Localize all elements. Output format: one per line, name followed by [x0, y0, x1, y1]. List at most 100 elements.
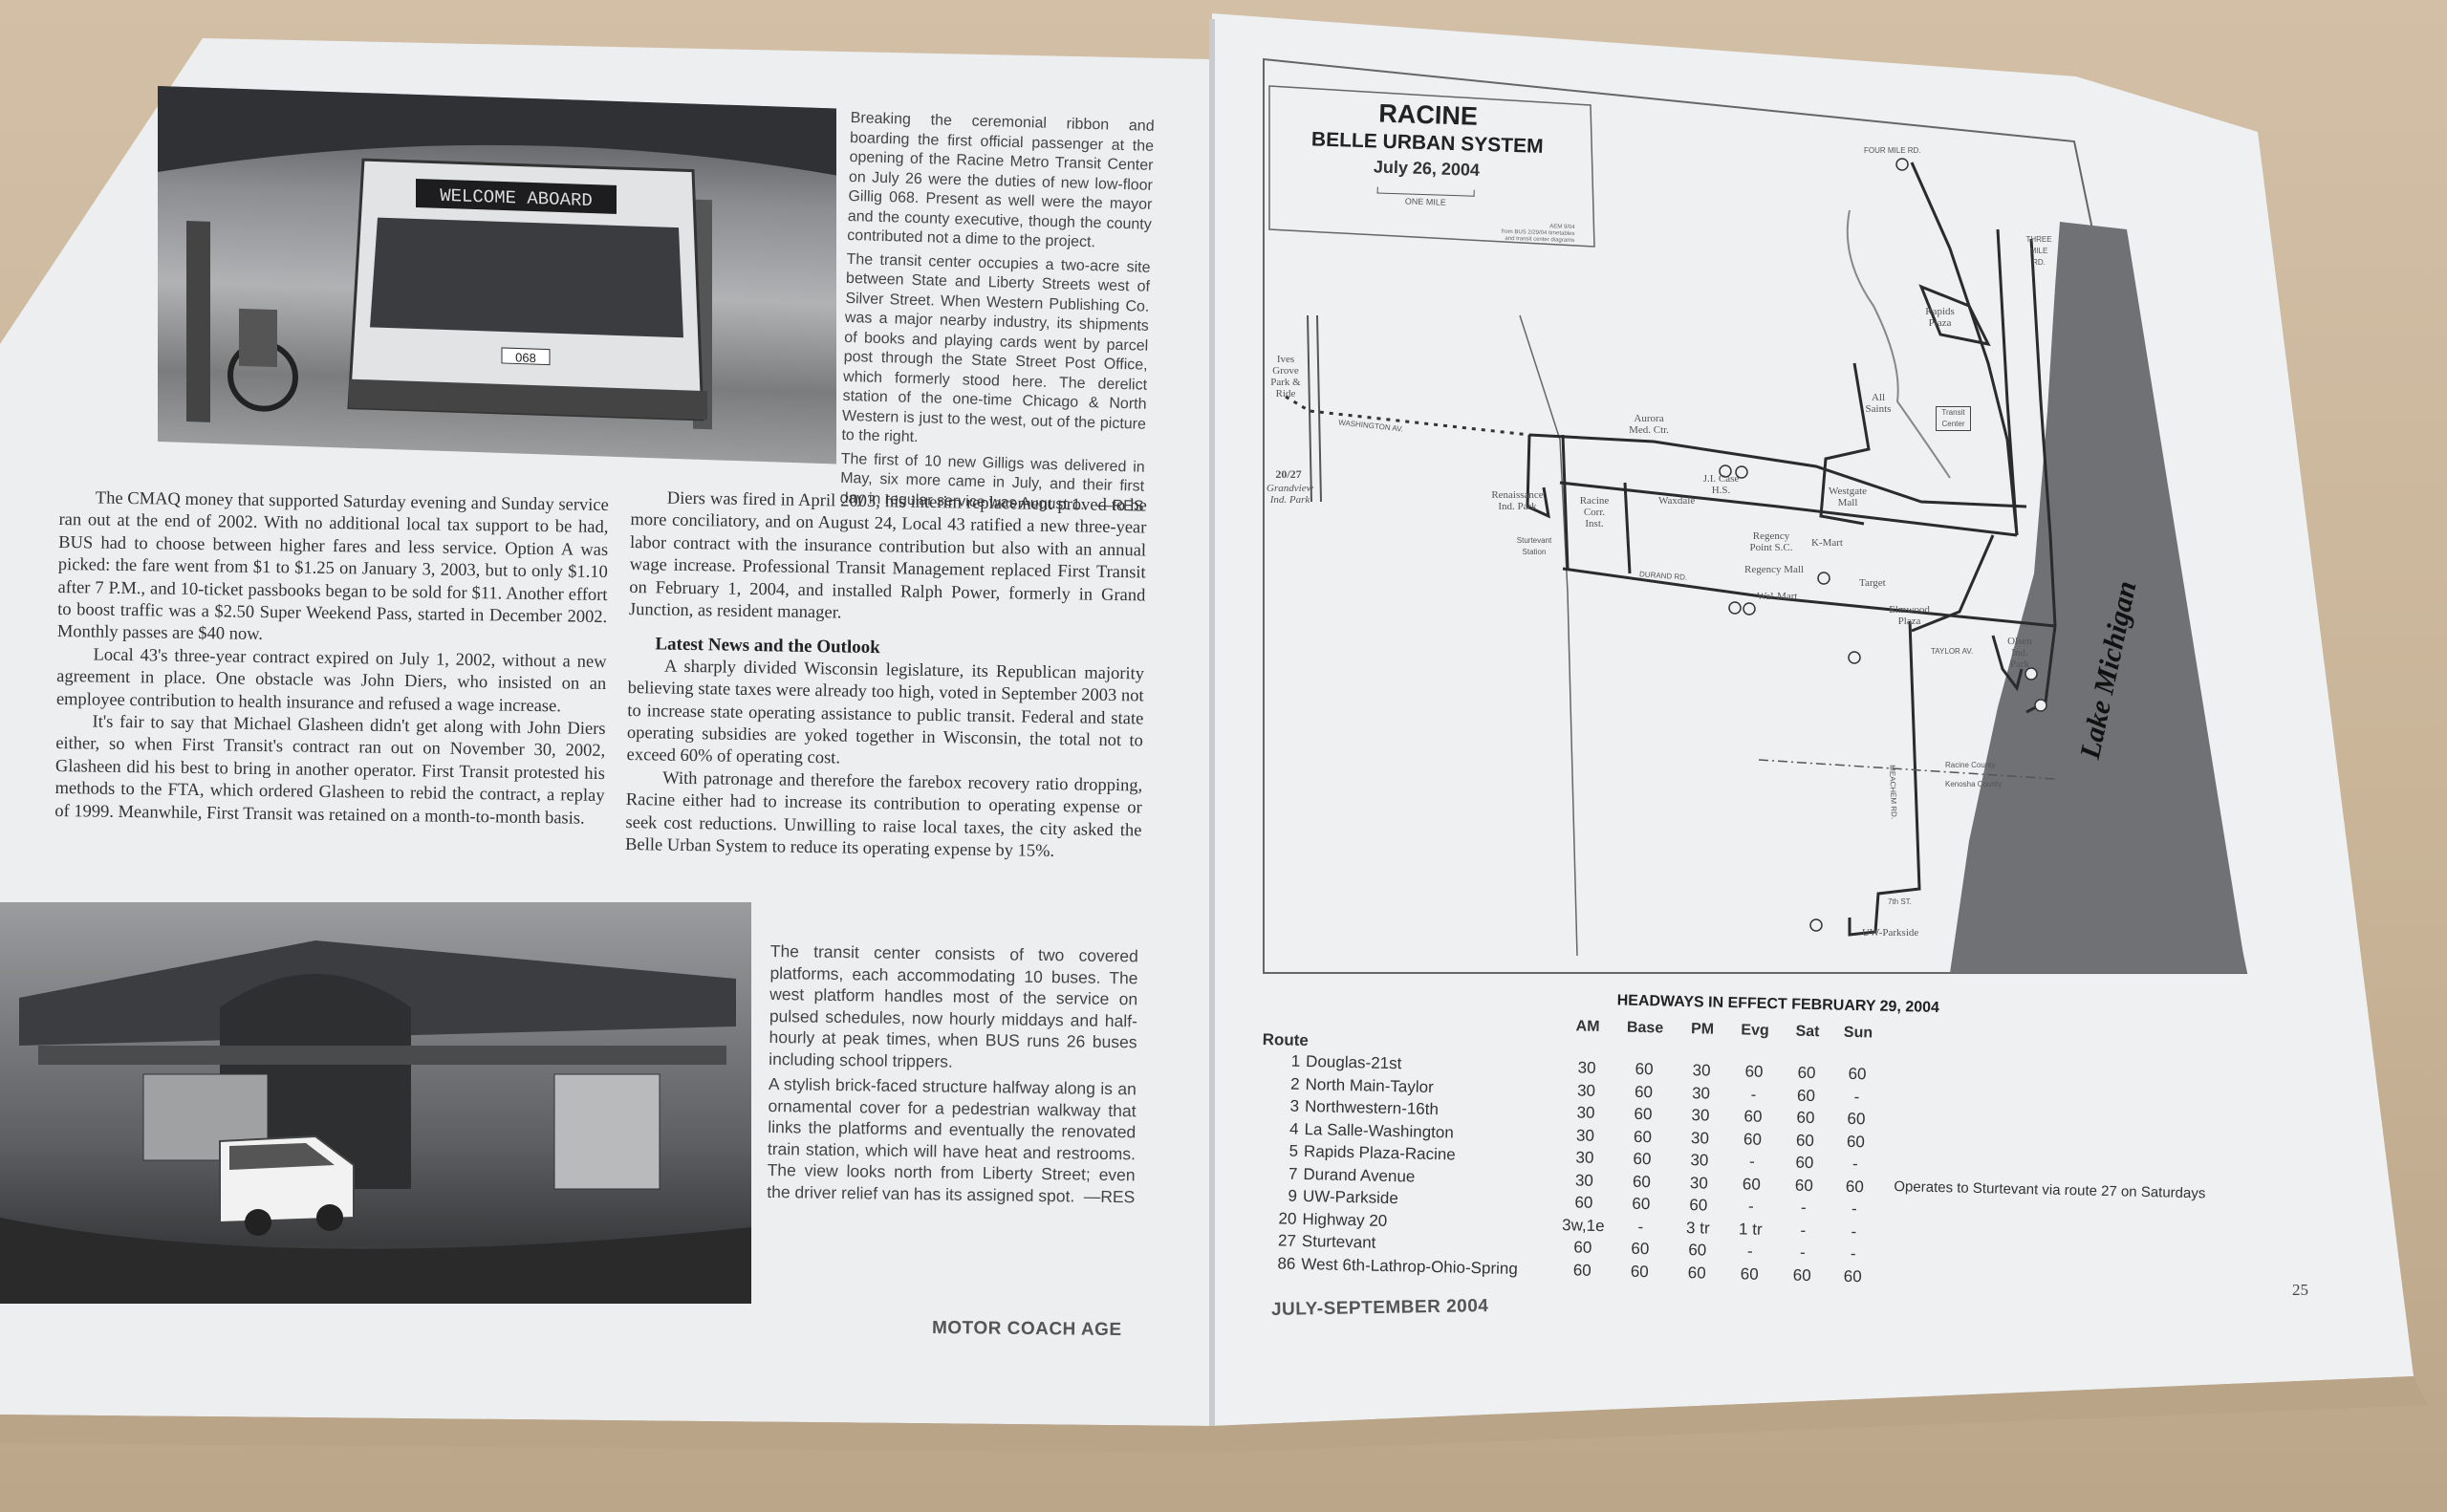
- map-label-four-mile-rd: FOUR MILE RD.: [1864, 146, 1921, 155]
- route-number: 7: [1288, 1164, 1298, 1183]
- bus-number: 068: [515, 350, 536, 365]
- headway-value: 60: [1633, 1127, 1653, 1146]
- map-label-ives-grove: Ives Grove Park & Ride: [1270, 354, 1301, 400]
- route-number: 86: [1277, 1253, 1296, 1273]
- route-taylor-line: [1911, 534, 1995, 633]
- headway-value: -: [1800, 1220, 1807, 1240]
- bus-illustration: WELCOME ABOARD 068: [158, 86, 836, 430]
- map-label-sturtevant-station: Sturtevant Station: [1516, 536, 1552, 556]
- map-label-olsen: Olsen Ind. Park: [2007, 636, 2032, 670]
- headway-value: 60: [1573, 1238, 1592, 1257]
- route-number: 9: [1288, 1186, 1298, 1205]
- map-title-frame: [1268, 85, 1595, 248]
- route-3-4-north-line: [1996, 228, 2019, 536]
- map-label-rapids-plaza: Rapids Plaza: [1925, 306, 1955, 329]
- route-marker: [1743, 602, 1756, 616]
- route-name: West 6th-Lathrop-Ohio-Spring: [1301, 1254, 1519, 1278]
- headway-value: 60: [1632, 1172, 1652, 1191]
- headway-value: 60: [1687, 1263, 1706, 1283]
- map-label-taylor-av: TAYLOR AV.: [1931, 647, 1974, 656]
- route-marker: [2025, 667, 2038, 680]
- headway-value: 30: [1575, 1148, 1594, 1167]
- route-number: 1: [1290, 1051, 1301, 1070]
- route-lake-shore-line: [2029, 238, 2057, 627]
- headway-value: 60: [1634, 1082, 1654, 1101]
- lake-michigan-area: [1950, 222, 2246, 973]
- photo-transit-center: [0, 902, 751, 1304]
- headway-value: -: [1800, 1198, 1807, 1217]
- headway-value: 60: [1847, 1109, 1866, 1129]
- route-marker: [1719, 464, 1732, 478]
- headway-value: 60: [1740, 1264, 1759, 1284]
- headway-value: 30: [1576, 1080, 1596, 1100]
- map-label-route-20-27: 20/27: [1275, 467, 1302, 481]
- route-rapids-plaza-loop: [1918, 284, 1991, 347]
- root-river: [1846, 209, 1951, 479]
- headway-value: 60: [1633, 1149, 1652, 1169]
- route-9-meachem-line: [1848, 620, 1921, 937]
- headway-value: 30: [1574, 1170, 1594, 1190]
- map-label-racine-corr: Racine Corr. Inst.: [1579, 495, 1610, 529]
- route-name: Sturtevant: [1301, 1231, 1376, 1252]
- interstate-94: [1307, 314, 1322, 503]
- map-label-7th-st: 7th ST.: [1888, 897, 1912, 906]
- route-number: 20: [1278, 1208, 1297, 1228]
- route-name: North Main-Taylor: [1305, 1074, 1434, 1096]
- headway-value: 60: [1744, 1062, 1764, 1081]
- headway-value: 60: [1632, 1194, 1651, 1214]
- headway-value: 60: [1845, 1177, 1865, 1196]
- map-label-kenosha-county: Kenosha County: [1945, 780, 2003, 788]
- photo-bus-opening: WELCOME ABOARD 068: [158, 86, 836, 464]
- headway-value: -: [1747, 1197, 1754, 1216]
- headway-value: -: [1853, 1087, 1860, 1106]
- route-marker: [1728, 601, 1742, 615]
- route-name: La Salle-Washington: [1304, 1119, 1455, 1142]
- map-label-renaissance: Renaissance Ind. Park: [1491, 489, 1544, 512]
- column-header: PM: [1690, 1021, 1715, 1038]
- route-marker: [2034, 699, 2047, 712]
- route-marker: [1817, 572, 1830, 585]
- headway-value: -: [1851, 1199, 1857, 1219]
- map-credit-line: and transit center diagrams: [1505, 235, 1575, 245]
- map-label-grandview: Grandview Ind. Park: [1267, 483, 1313, 506]
- headway-value: 60: [1631, 1239, 1650, 1259]
- map-label-elmwood: Elmwood Plaza: [1889, 604, 1930, 627]
- headway-value: 60: [1796, 1086, 1816, 1105]
- headway-value: 60: [1796, 1108, 1815, 1128]
- route-90th-st-line: [1623, 482, 1632, 574]
- route-marker: [1735, 465, 1748, 479]
- headway-value: -: [1637, 1217, 1644, 1236]
- column-header: AM: [1575, 1018, 1600, 1035]
- headway-value: 30: [1691, 1106, 1710, 1125]
- headway-value: 60: [1848, 1064, 1867, 1084]
- headway-value: -: [1746, 1242, 1753, 1261]
- route-27-16th-line: [1559, 481, 2018, 537]
- map-label-all-saints: All Saints: [1865, 392, 1892, 415]
- headway-value: 60: [1688, 1241, 1707, 1260]
- route-number: 3: [1289, 1096, 1300, 1115]
- route-name: UW-Parkside: [1302, 1186, 1399, 1208]
- column-header: Evg: [1741, 1022, 1769, 1040]
- column-header: Sat: [1795, 1023, 1820, 1041]
- map-label-waxdale: Waxdale: [1658, 495, 1696, 507]
- railroad-line: [1519, 314, 1578, 957]
- map-label-walmart: Wal-Mart: [1757, 591, 1798, 602]
- page-number: 25: [2292, 1281, 2308, 1299]
- map-label-meachem-rd: MEACHEM RD.: [1888, 765, 1898, 820]
- headway-value: 60: [1742, 1174, 1762, 1194]
- headway-value: -: [1851, 1155, 1858, 1174]
- map-label-uw-parkside: UW-Parkside: [1862, 927, 1919, 939]
- headway-value: 3w,1e: [1561, 1215, 1605, 1235]
- route-name: Highway 20: [1302, 1209, 1388, 1230]
- route-name: Durand Avenue: [1303, 1164, 1416, 1186]
- column-header: Sun: [1843, 1024, 1873, 1042]
- route-durand-rd-line: [1562, 567, 2056, 628]
- map-label-three-mile-rd: THREE MILE RD.: [2025, 235, 2052, 267]
- headway-value: 60: [1635, 1059, 1654, 1079]
- route-renaissance-loop: [1526, 434, 1550, 519]
- headway-value: 30: [1690, 1128, 1710, 1148]
- route-wisconsin-st-line: [1561, 434, 1570, 570]
- washington-av-dotted: [1285, 395, 1530, 437]
- page-shadow: [0, 1376, 2428, 1453]
- route-marker: [1848, 651, 1861, 664]
